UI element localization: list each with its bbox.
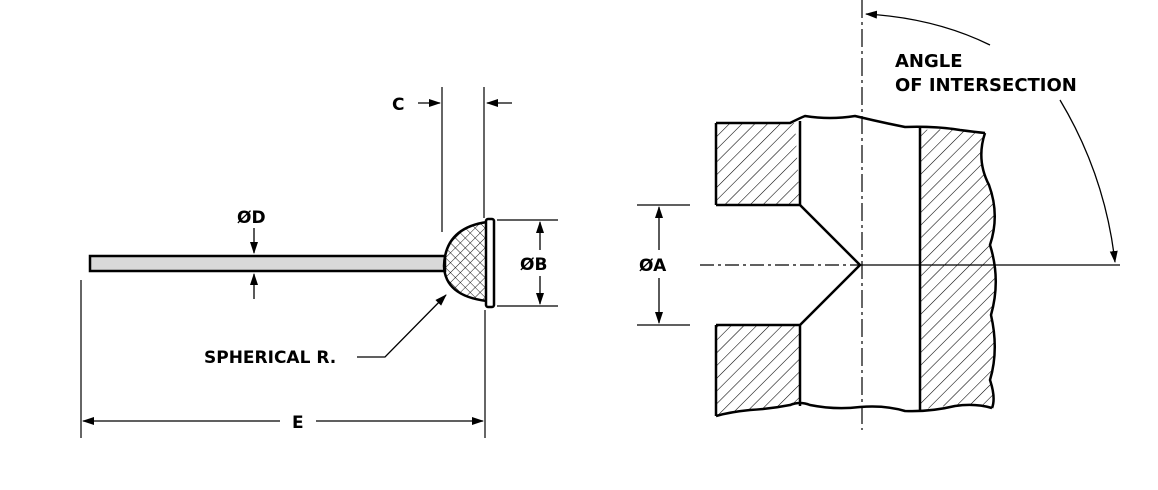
angle-arc-top — [865, 10, 991, 46]
angle-label-line2: OF INTERSECTION — [895, 75, 1077, 96]
right-break-line — [980, 132, 997, 409]
spherical-r-label: SPHERICAL R. — [204, 348, 336, 368]
spherical-r-leader — [357, 294, 447, 358]
dim-c-label: C — [392, 95, 404, 115]
top-break-line — [716, 114, 986, 135]
head-face — [484, 217, 496, 309]
pin-view: C ØD ØB E SPHERICAL R. — [80, 87, 558, 438]
right-wall — [920, 129, 996, 411]
left-wall-lower — [716, 325, 800, 416]
dim-e-label: E — [292, 413, 304, 433]
dim-b-label: ØB — [520, 255, 547, 275]
angle-label-line1: ANGLE — [895, 51, 963, 72]
left-wall-upper — [716, 123, 800, 205]
angle-arc-bottom — [1059, 99, 1118, 263]
spherical-head — [442, 220, 489, 303]
section-view: ØA ANGLE OF INTERSECTION — [637, 0, 1120, 430]
dim-a-label: ØA — [639, 256, 667, 276]
dim-d-label: ØD — [237, 208, 266, 228]
bottom-break-line — [715, 401, 993, 418]
pin-rod — [88, 254, 447, 273]
